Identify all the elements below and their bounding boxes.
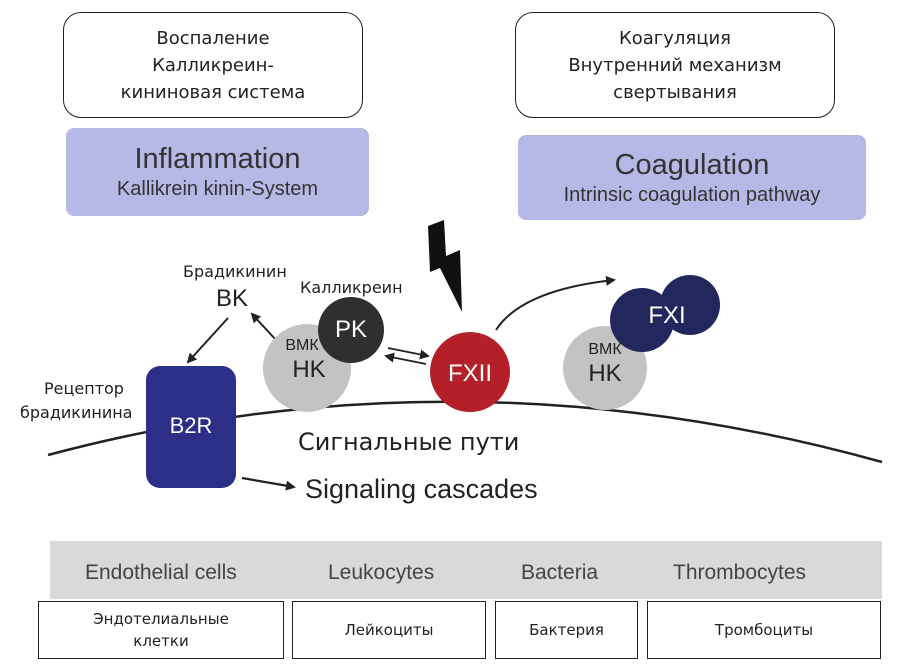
receptor-ru-label-line2: брадикинина: [20, 403, 133, 422]
bradykinin-ru-label: Брадикинин: [183, 262, 287, 281]
cell-en-leukocytes: Leukocytes: [328, 561, 435, 584]
inflammation-title: Inflammation: [134, 143, 301, 175]
arrow-pk-to-fxii: [387, 347, 430, 360]
coagulation-ru-line1: Коагуляция: [618, 27, 732, 49]
arrow-hk-to-bk: [250, 312, 277, 341]
hk-right-label: HK: [588, 360, 622, 387]
fxi-circle-left: [610, 288, 674, 352]
inflammation-ru-line1: Воспаление: [156, 27, 270, 49]
fxi-circle-right: [660, 275, 720, 335]
coagulation-title: Coagulation: [614, 148, 770, 181]
cell-types-bar: [50, 541, 882, 599]
cell-en-endothelial: Endothelial cells: [85, 561, 237, 584]
b2r-receptor: [146, 366, 236, 488]
bk-label: BK: [216, 285, 249, 312]
lightning-bolt-icon: [428, 220, 462, 312]
fxii-circle: [430, 332, 510, 412]
coagulation-label-box: Coagulation Intrinsic coagulation pathwa…: [518, 135, 866, 220]
arrow-b2r-to-signaling: [241, 476, 296, 491]
coagulation-ru-box: Коагуляция Внутренний механизм свертыван…: [515, 12, 835, 118]
fxi-label: FXI: [648, 302, 686, 329]
b2r-label: B2R: [169, 413, 213, 438]
cell-ru-thrombocytes: Тромбоциты: [647, 601, 881, 659]
kallikrein-ru-label: Калликреин: [300, 278, 403, 297]
inflammation-ru-line2: Калликреин-: [152, 54, 274, 76]
pk-circle: [318, 297, 384, 363]
cell-ru-endothelial: Эндотелиальные клетки: [38, 601, 284, 659]
cell-en-thrombocytes: Thrombocytes: [673, 561, 807, 584]
inflammation-ru-box: Воспаление Калликреин- кининовая система: [63, 12, 363, 118]
fxii-label: FXII: [447, 360, 492, 387]
coagulation-ru-line3: свертывания: [613, 81, 737, 103]
signaling-en-label: Signaling cascades: [305, 474, 538, 504]
coagulation-ru-line2: Внутренний механизм: [568, 54, 782, 76]
inflammation-ru-line3: кининовая система: [120, 81, 306, 103]
arrow-fxii-to-pk: [384, 352, 427, 365]
receptor-ru-label-line1: Рецептор: [44, 379, 124, 398]
vmk-left-label: ВМК: [285, 337, 319, 354]
vmk-right-label: ВМК: [588, 341, 622, 358]
hk-left-label: HK: [292, 356, 326, 383]
arrow-fxii-to-fxi: [495, 275, 616, 331]
cell-en-bacteria: Bacteria: [521, 561, 599, 584]
inflammation-label-box: Inflammation Kallikrein kinin-System: [66, 128, 369, 216]
pk-label: PK: [334, 316, 367, 343]
cell-ru-leukocytes: Лейкоциты: [292, 601, 486, 659]
signaling-ru-label: Сигнальные пути: [298, 428, 520, 456]
arrow-bk-to-b2r: [186, 317, 229, 364]
coagulation-subtitle: Intrinsic coagulation pathway: [563, 183, 821, 206]
cell-ru-bacteria: Бактерия: [495, 601, 638, 659]
inflammation-subtitle: Kallikrein kinin-System: [116, 178, 319, 200]
